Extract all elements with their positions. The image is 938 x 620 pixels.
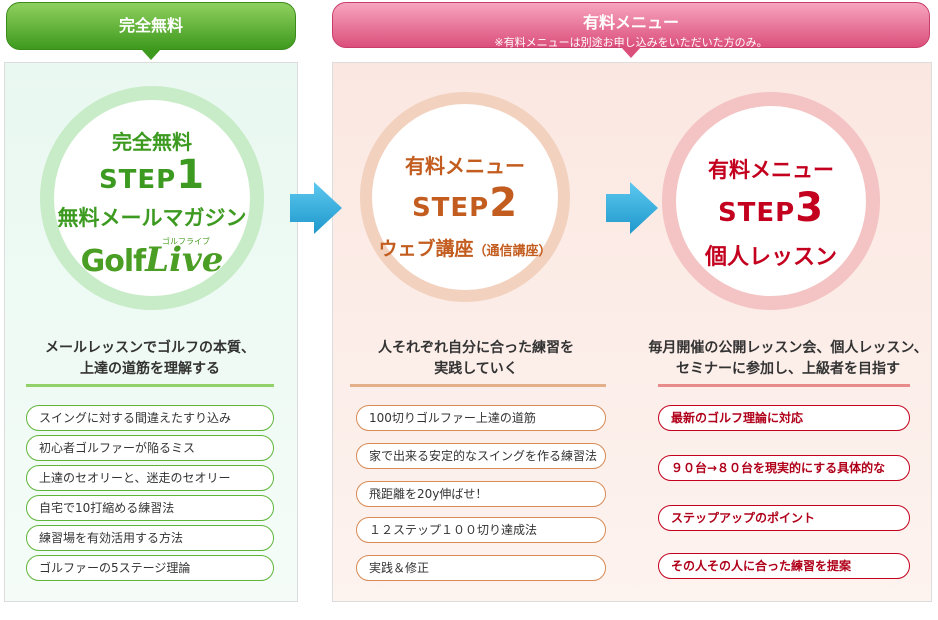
step1-title: 無料メールマガジン: [57, 206, 247, 230]
step2-topic-item[interactable]: 家で出来る安定的なスイングを作る練習法: [356, 443, 606, 469]
free-header-label: 完全無料: [118, 16, 183, 35]
step2-step-label: STEP2: [372, 183, 558, 228]
step1-topic-item[interactable]: ゴルファーの5ステージ理論: [26, 555, 274, 581]
step1-step-label: STEP1: [54, 155, 250, 200]
step2-description: 人それぞれ自分に合った練習を 実践していく: [340, 338, 612, 380]
step3-step-label: STEP3: [676, 188, 866, 233]
step1-description-line2: 上達の道筋を理解する: [80, 361, 220, 377]
step1-topic-item[interactable]: スイングに対する間違えたすり込み: [26, 405, 274, 431]
paid-header-pointer: [621, 47, 641, 58]
step3-circle[interactable]: 有料メニュー STEP3 個人レッスン: [662, 92, 880, 310]
step1-step-word: STEP: [98, 165, 177, 195]
next-step-arrow-icon: [290, 182, 342, 234]
step1-topic-item[interactable]: 初心者ゴルファーが陥るミス: [26, 435, 274, 461]
step1-topic-item[interactable]: 自宅で10打縮める練習法: [26, 495, 274, 521]
step3-step-word: STEP: [717, 198, 796, 228]
logo-golf: Golf: [80, 244, 147, 279]
step1-description-line1: メールレッスンでゴルフの本質、: [45, 340, 255, 356]
step2-top-label: 有料メニュー: [405, 154, 525, 178]
step3-description-line1: 毎月開催の公開レッスン会、個人レッスン、: [648, 340, 928, 356]
step3-description: 毎月開催の公開レッスン会、個人レッスン、 セミナーに参加し、上級者を目指す: [648, 338, 928, 380]
step2-description-line2: 実践していく: [434, 361, 518, 377]
step1-divider: [26, 384, 274, 387]
step2-divider: [350, 384, 606, 387]
paid-header: 有料メニュー ※有料メニューは別途お申し込みをいただいた方のみ。: [332, 2, 930, 49]
paid-header-note: ※有料メニューは別途お申し込みをいただいた方のみ。: [494, 36, 768, 49]
step2-step-number: 2: [489, 180, 519, 226]
paid-header-label: 有料メニュー: [582, 13, 679, 32]
golf-live-logo: GolfLive ゴルフライブ: [54, 237, 250, 284]
step2-title: ウェブ講座（通信講座）: [372, 234, 558, 261]
step2-description-line1: 人それぞれ自分に合った練習を: [378, 340, 574, 356]
step1-circle[interactable]: 完全無料 STEP1 無料メールマガジン GolfLive ゴルフライブ: [40, 86, 264, 310]
next-step-arrow-icon: [606, 182, 658, 234]
step3-topic-item[interactable]: ステップアップのポイント: [658, 505, 910, 531]
logo-kana: ゴルフライブ: [162, 237, 210, 246]
step1-description: メールレッスンでゴルフの本質、 上達の道筋を理解する: [22, 338, 278, 380]
step3-topic-item[interactable]: 最新のゴルフ理論に対応: [658, 405, 910, 431]
step3-topic-item[interactable]: その人その人に合った練習を提案: [658, 553, 910, 579]
step1-step-number: 1: [176, 152, 206, 198]
step1-topic-item[interactable]: 上達のセオリーと、迷走のセオリー: [26, 465, 274, 491]
step2-title-sub: （通信講座）: [473, 244, 552, 259]
step2-topic-item[interactable]: １２ステップ１００切り達成法: [356, 517, 606, 543]
step2-circle[interactable]: 有料メニュー STEP2 ウェブ講座（通信講座）: [360, 92, 570, 302]
step1-topic-item[interactable]: 練習場を有効活用する方法: [26, 525, 274, 551]
step3-title: 個人レッスン: [704, 245, 837, 270]
step2-step-word: STEP: [411, 193, 490, 223]
step1-top-label: 完全無料: [112, 130, 192, 154]
logo-live: Live: [145, 240, 224, 280]
free-header: 完全無料: [6, 2, 296, 50]
step3-divider: [658, 384, 910, 387]
step3-top-label: 有料メニュー: [708, 158, 834, 182]
step3-topic-item[interactable]: ９０台→８０台を現実的にする具体的な: [658, 455, 910, 481]
step2-title-main: ウェブ講座: [378, 238, 474, 260]
step2-topic-item[interactable]: 飛距離を20y伸ばせ！: [356, 481, 606, 507]
free-header-pointer: [141, 49, 161, 60]
step2-topic-item[interactable]: 100切りゴルファー上達の道筋: [356, 405, 606, 431]
step3-step-number: 3: [795, 185, 825, 231]
step3-description-line2: セミナーに参加し、上級者を目指す: [676, 361, 900, 377]
step2-topic-item[interactable]: 実践＆修正: [356, 555, 606, 581]
